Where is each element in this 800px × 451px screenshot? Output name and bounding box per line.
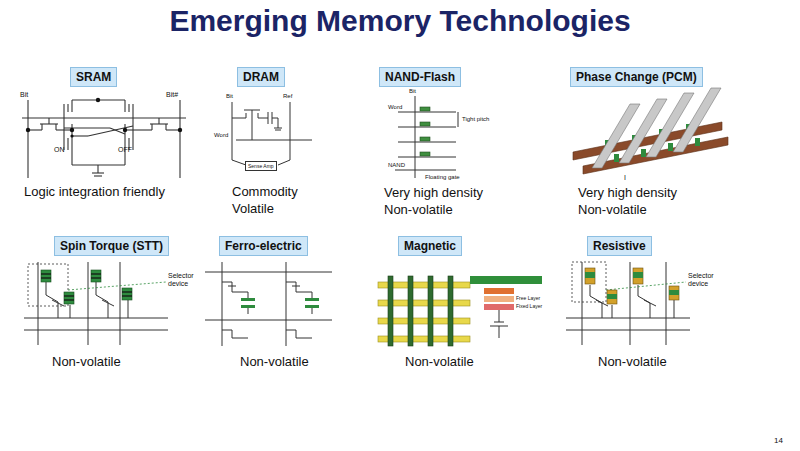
diagram-label: Bit# [166, 91, 178, 99]
technology-label: Phase Change (PCM) [570, 67, 703, 87]
ferroelectric-array [205, 262, 332, 346]
diagram-label: ON [54, 146, 65, 154]
label-text: SRAM [76, 70, 111, 84]
label-text: Magnetic [404, 239, 456, 253]
diagram-label: I [624, 174, 626, 182]
sram-cell [22, 100, 186, 178]
diagram-label: Word [214, 132, 228, 139]
caption-text: Non-volatile [384, 203, 453, 217]
caption-text: Non-volatile [578, 203, 647, 217]
diagram-label: Floating gate [425, 174, 460, 181]
technology-label: Ferro-electric [219, 236, 308, 256]
magnetic-crosspoint [378, 276, 542, 346]
label-text: Spin Torque (STT) [60, 239, 163, 253]
caption-text: Commodity [232, 185, 298, 199]
diagram-label: Bit [409, 88, 416, 95]
diagram-label: Selector device [688, 272, 724, 287]
stt-array [24, 262, 168, 345]
caption-text: Very high density [384, 186, 483, 200]
caption-text: Volatile [232, 202, 274, 216]
technology-label: Spin Torque (STT) [54, 236, 169, 256]
page-number: 14 [774, 437, 783, 446]
caption-text: Logic integration friendly [24, 185, 165, 199]
diagram-label: Ref [283, 93, 292, 100]
dram-cell [232, 102, 312, 165]
pcm-crossbar [573, 88, 728, 174]
label-text: NAND-Flash [385, 70, 455, 84]
technology-label: NAND-Flash [379, 67, 461, 87]
diagram-label: Word [388, 104, 402, 111]
technology-label: Magnetic [398, 236, 462, 256]
sense-amp-box: Sense Amp [245, 161, 277, 171]
diagram-label: Fixed Layer [516, 304, 542, 310]
label-text: Sense Amp [248, 163, 274, 169]
label-text: Phase Change (PCM) [576, 70, 697, 84]
diagram-label: NAND [388, 162, 405, 169]
technology-label: Resistive [587, 236, 652, 256]
diagram-label: Tight pitch [462, 116, 489, 123]
caption-text: Very high density [578, 186, 677, 200]
diagram-label: Bit [20, 91, 28, 99]
sram-dots [26, 98, 182, 138]
technology-label: DRAM [237, 67, 285, 87]
diagram-label: OFF [118, 146, 132, 154]
caption-text: Non-volatile [240, 355, 309, 369]
resistive-array [566, 262, 690, 345]
caption-text: Non-volatile [405, 355, 474, 369]
label-text: DRAM [243, 70, 279, 84]
diagram-label: Bit [226, 93, 233, 100]
diagram-label: Free Layer [516, 296, 540, 302]
caption-text: Non-volatile [52, 355, 121, 369]
label-text: Resistive [593, 239, 646, 253]
slide-title: Emerging Memory Technologies [0, 4, 800, 38]
diagram-label: Selector device [168, 272, 204, 287]
caption-text: Non-volatile [598, 355, 667, 369]
technology-label: SRAM [70, 67, 117, 87]
label-text: Ferro-electric [225, 239, 302, 253]
